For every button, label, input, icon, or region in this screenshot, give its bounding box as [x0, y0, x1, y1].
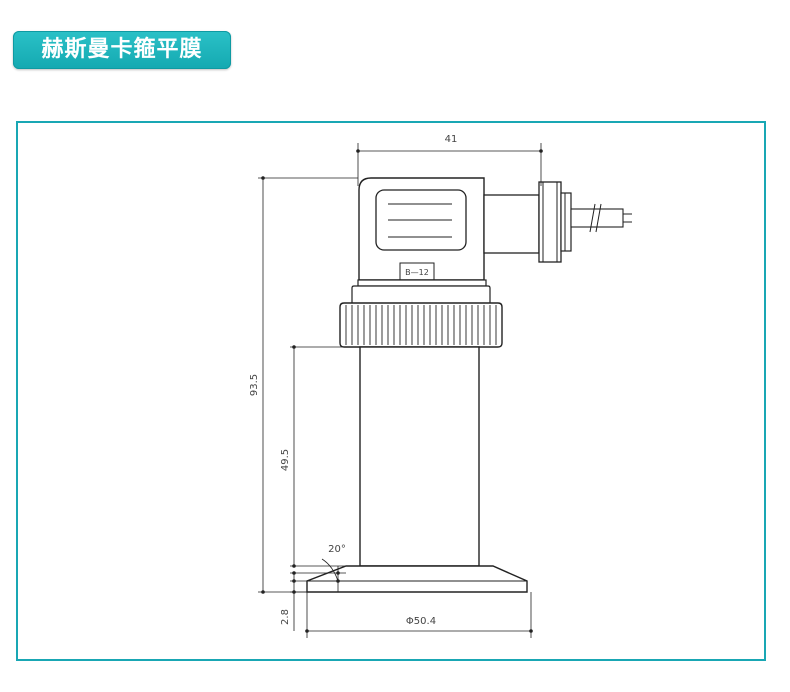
gland-nut: [538, 181, 562, 263]
dim-flange-thickness: 2.8: [280, 609, 291, 625]
dim-top-width: 41: [445, 134, 458, 145]
connector-window: [375, 189, 467, 251]
connector-plate-text: B—12: [405, 268, 429, 277]
cable-gland: [483, 194, 540, 254]
clamp-flange: [306, 565, 528, 593]
knurled-nut: [339, 302, 503, 348]
angle-arc: [321, 558, 339, 582]
page-title: 赫斯曼卡箍平膜: [13, 31, 231, 69]
dim-chamfer-angle: 20°: [328, 544, 346, 555]
dim-total-height: 93.5: [249, 374, 260, 396]
stem: [359, 346, 480, 567]
dim-stem-height: 49.5: [280, 449, 291, 471]
dim-flange-diameter: Φ50.4: [406, 616, 436, 627]
